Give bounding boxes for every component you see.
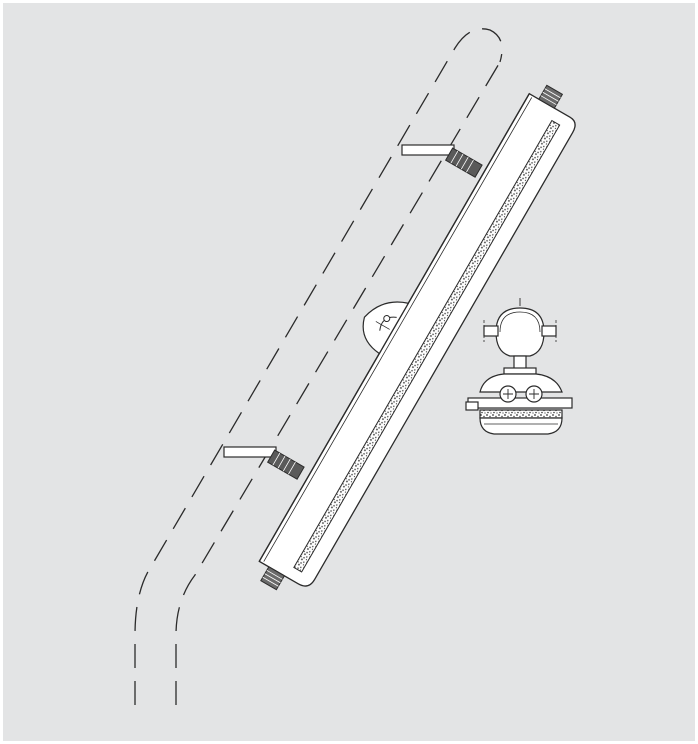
section-insulation (479, 409, 563, 419)
pipe-clamp-bracket-upper (401, 144, 483, 178)
dashed-pipe-outline (134, 28, 503, 705)
panel-background (3, 3, 695, 741)
pipe-dash-right (175, 61, 501, 705)
housing-top (479, 373, 563, 393)
insulation-band (293, 119, 561, 573)
diffuser-bowl (479, 417, 563, 435)
pipe-dash-left (134, 28, 503, 705)
end-cap-top (538, 84, 564, 109)
end-cap-bottom (260, 566, 286, 591)
clamp-ring (495, 307, 545, 357)
insulated-luminaire-body (258, 84, 576, 591)
mounting-shield (362, 301, 410, 355)
cross-section-detail (465, 298, 573, 435)
pipe-clamp-bracket-lower (223, 446, 305, 480)
